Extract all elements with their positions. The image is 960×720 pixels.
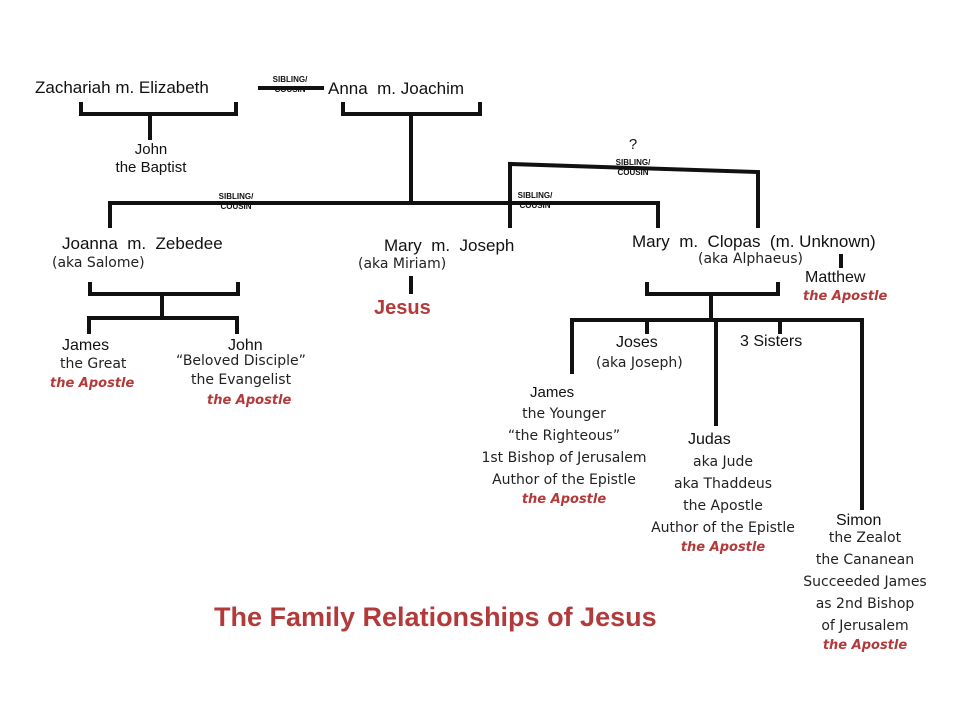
person-role: Succeeded James (803, 574, 927, 590)
person-epithet: the Younger (522, 406, 606, 422)
person-epithet: the Baptist (115, 159, 187, 176)
connector-line-1: SIBLING/ (218, 192, 254, 201)
connector-line-2: COUSIN (274, 85, 306, 94)
question-mark-label: ? (628, 136, 638, 153)
simon: Simon the Zealot the Cananean Succeeded … (790, 512, 940, 655)
person-role: the Apostle (683, 498, 763, 514)
person-role: 1st Bishop of Jerusalem (481, 450, 647, 466)
person-role: of Jerusalem (821, 618, 909, 634)
clopas-aka: (aka Alphaeus) (698, 251, 803, 267)
connector-line-2: COUSIN (519, 201, 551, 210)
sibling-cousin-label-left: SIBLING/ COUSIN (214, 192, 258, 212)
joses-aka: (aka Joseph) (596, 355, 683, 371)
matthew-apostle: the Apostle (803, 289, 888, 304)
person-name: Simon (836, 512, 882, 529)
connector-line-2: COUSIN (220, 202, 252, 211)
joanna-zebedee: Joanna m. Zebedee (62, 234, 223, 253)
joses-name: Joses (616, 334, 658, 351)
joanna-aka: (aka Salome) (52, 255, 145, 271)
james-the-great-apostle: the Apostle (50, 376, 135, 391)
cousin-question-connector (508, 161, 760, 228)
diagram-title: The Family Relationships of Jesus (214, 602, 657, 632)
james-the-great-epithet: the Great (60, 356, 127, 372)
connector-line-1: SIBLING/ (615, 158, 651, 167)
jesus: Jesus (374, 297, 431, 319)
person-name: James (530, 384, 575, 401)
person-name: Judas (688, 431, 731, 448)
person-name: John (134, 141, 168, 158)
simon-apostle: the Apostle (822, 638, 908, 653)
connector-line-1: SIBLING/ (517, 191, 553, 200)
judas-apostle: the Apostle (680, 540, 766, 555)
connector-line-1: SIBLING/ (272, 75, 308, 84)
person-aka: aka Jude (693, 454, 753, 470)
zachariah-couple-bracket (79, 102, 238, 116)
person-role: Author of the Epistle (651, 520, 795, 536)
john-evangelist-name: John (228, 337, 263, 354)
judas: Judas aka Jude aka Thaddeus the Apostle … (642, 429, 804, 557)
person-epithet: the Cananean (815, 552, 915, 568)
james-the-younger: James the Younger “the Righteous” 1st Bi… (464, 382, 664, 509)
three-sisters: 3 Sisters (740, 333, 803, 350)
james-the-great-name: James (62, 337, 110, 354)
john-beloved-disciple: “Beloved Disciple” (176, 353, 306, 369)
sibling-cousin-label-mid: SIBLING/ COUSIN (512, 191, 558, 211)
person-aka: aka Thaddeus (673, 476, 773, 492)
matthew: Matthew (805, 269, 866, 286)
zebedee-children-bracket (87, 316, 239, 334)
john-the-evangelist: the Evangelist (191, 372, 292, 388)
mary-clopas: Mary m. Clopas (m. Unknown) (632, 232, 876, 251)
sibling-cousin-label-right: SIBLING/ COUSIN (610, 158, 656, 178)
zachariah-elizabeth: Zachariah m. Elizabeth (35, 78, 209, 97)
person-epithet: “the Righteous” (507, 428, 621, 444)
mary-aka: (aka Miriam) (358, 256, 447, 272)
person-role: Author of the Epistle (492, 472, 636, 488)
james-younger-apostle: the Apostle (521, 492, 607, 507)
sibling-cousin-label-top: SIBLING/ COUSIN (268, 75, 312, 95)
anna-joachim: Anna m. Joachim (328, 79, 465, 98)
john-the-baptist: John the Baptist (96, 141, 206, 177)
mary-joseph: Mary m. Joseph (384, 236, 515, 255)
person-role: as 2nd Bishop (815, 596, 915, 612)
john-evangelist-apostle: the Apostle (207, 393, 292, 408)
person-epithet: the Zealot (828, 530, 902, 546)
connector-line-2: COUSIN (617, 168, 649, 177)
